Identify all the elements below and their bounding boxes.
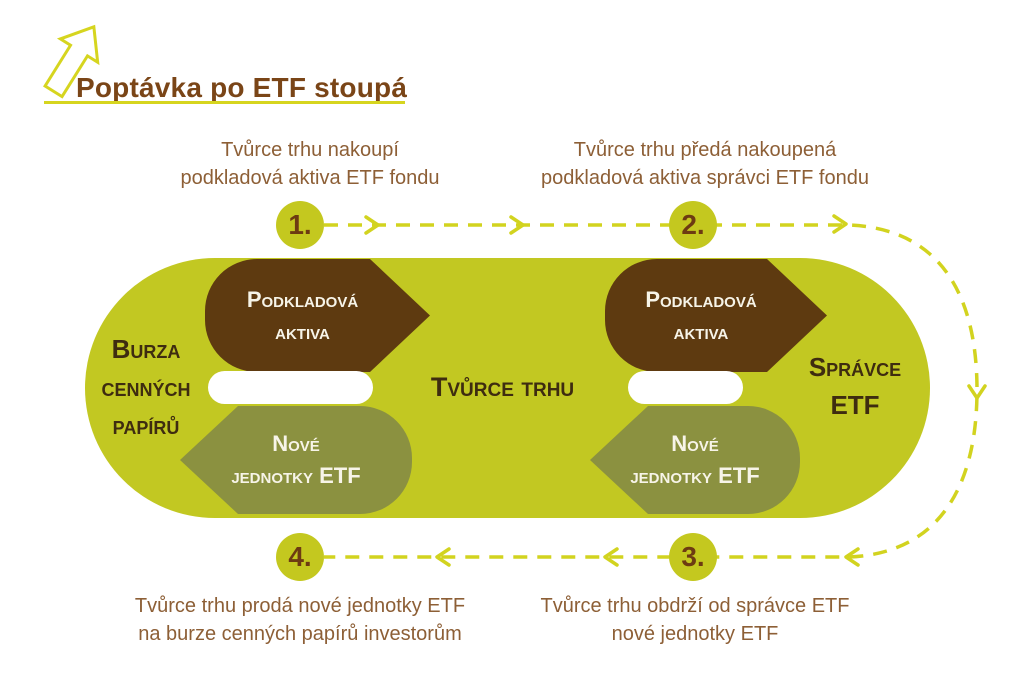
new-etf-units-label: Nové jednotky ETF: [180, 406, 412, 514]
underlying-assets-label: Podkladová aktiva: [605, 259, 827, 372]
new-etf-units-label: Nové jednotky ETF: [590, 406, 800, 514]
underlying-assets-line2: aktiva: [275, 318, 330, 344]
growth-arrow-shape: [43, 24, 100, 99]
new-etf-units-line1: Nové: [671, 431, 719, 456]
new-etf-units-line2: jednotky ETF: [231, 463, 361, 488]
title-underline: [44, 101, 405, 104]
stock-exchange-line2: cenných: [101, 372, 191, 402]
etf-manager-line1: Správce: [808, 352, 902, 382]
new-etf-units-line1: Nové: [272, 431, 320, 456]
arrow-body: [648, 406, 800, 514]
arrowhead-right-icon: [509, 215, 525, 235]
flow-dashed-path: [324, 223, 979, 559]
stock-exchange-line1: Burza: [111, 334, 181, 364]
new-etf-units-arrow-left: Nové jednotky ETF: [180, 406, 412, 514]
step-2-caption-line2: podkladová aktiva správci ETF fondu: [541, 167, 869, 189]
step-1-caption-line2: podkladová aktiva ETF fondu: [180, 167, 440, 189]
connector-pill-left: [208, 371, 373, 404]
step-2-caption: Tvůrce trhu předá nakoupená podkladová a…: [505, 136, 905, 192]
arrowhead-left-icon: [844, 547, 860, 567]
new-etf-units-arrow-right: Nové jednotky ETF: [590, 406, 800, 514]
underlying-assets-arrow-left: Podkladová aktiva: [205, 259, 430, 372]
step-2-badge: 2.: [669, 201, 717, 249]
underlying-assets-line2: aktiva: [673, 318, 729, 344]
new-etf-units-line2: jednotky ETF: [630, 463, 760, 488]
underlying-assets-label: Podkladová aktiva: [205, 259, 430, 372]
arrowhead-down-icon: [967, 384, 987, 400]
arrowhead-right-icon: [832, 214, 848, 234]
underlying-assets-arrow-right: Podkladová aktiva: [605, 259, 827, 372]
step-4-badge: 4.: [276, 533, 324, 581]
entity-etf-manager: Správce ETF: [780, 348, 930, 424]
underlying-assets-line1: Podkladová: [645, 286, 757, 312]
connector-pill-right: [628, 371, 743, 404]
growth-arrow-icon: [43, 24, 100, 99]
step-4-caption: Tvůrce trhu prodá nové jednotky ETF na b…: [105, 592, 495, 648]
entity-stock-exchange: Burza cenných papírů: [56, 330, 236, 444]
step-4-caption-line2: na burze cenných papírů investorům: [138, 623, 462, 645]
arrowhead-right-icon: [364, 215, 380, 235]
entity-market-maker: Tvůrce trhu: [430, 372, 575, 402]
step-4-caption-line1: Tvůrce trhu prodá nové jednotky ETF: [134, 595, 466, 617]
stock-exchange-line3: papírů: [112, 410, 180, 440]
step-1-caption-line1: Tvůrce trhu nakoupí: [221, 139, 399, 161]
underlying-assets-line1: Podkladová: [246, 286, 359, 312]
step-2-caption-line1: Tvůrce trhu předá nakoupená: [573, 139, 837, 161]
step-3-caption: Tvůrce trhu obdrží od správce ETF nové j…: [500, 592, 890, 648]
step-3-caption-line2: nové jednotky ETF: [611, 623, 779, 645]
arrow-body: [605, 259, 767, 372]
page-title: Poptávka po ETF stoupá: [76, 72, 408, 103]
arrow-body: [238, 406, 412, 514]
etf-manager-line2: ETF: [830, 390, 880, 420]
arrow-body: [205, 259, 370, 372]
step-3-caption-line1: Tvůrce trhu obdrží od správce ETF: [540, 595, 850, 617]
step-1-badge: 1.: [276, 201, 324, 249]
arrowhead-left-icon: [435, 547, 451, 567]
step-1-caption: Tvůrce trhu nakoupí podkladová aktiva ET…: [115, 136, 505, 192]
step-3-badge: 3.: [669, 533, 717, 581]
arrowhead-left-icon: [603, 547, 619, 567]
